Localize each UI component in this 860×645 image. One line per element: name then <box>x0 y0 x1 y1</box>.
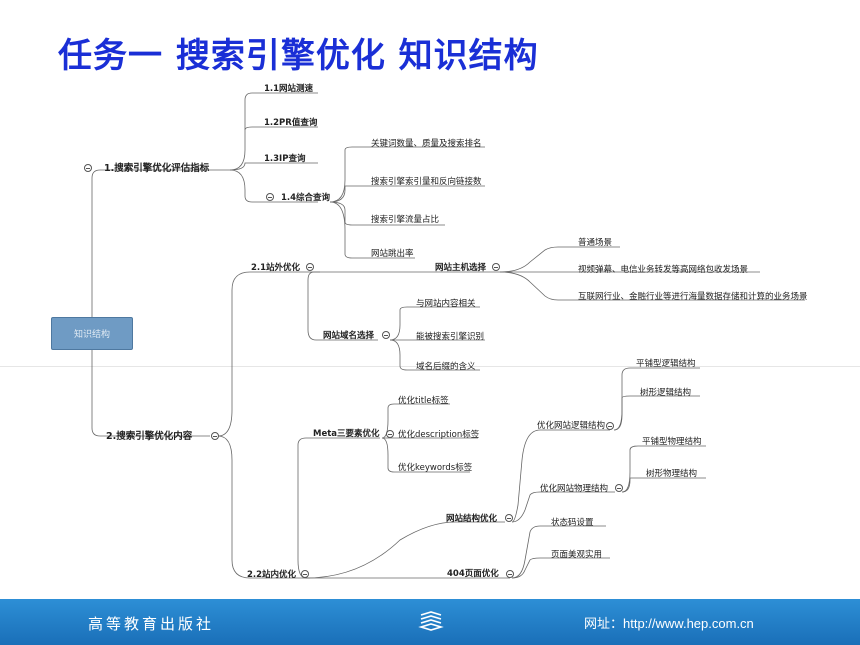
node-meta-keywords[interactable]: 优化keywords标签 <box>398 463 473 473</box>
node-host-video[interactable]: 视频弹幕、电信业务转发等高网络包收发场景 <box>578 265 749 275</box>
node-traffic-share[interactable]: 搜索引擎流量占比 <box>371 215 440 225</box>
node-index-backlinks[interactable]: 搜索引擎索引量和反向链接数 <box>371 177 482 187</box>
divider-line <box>0 366 860 367</box>
node-onsite-optimization[interactable]: 2.2站内优化 <box>247 570 297 580</box>
mindmap-connectors <box>91 92 805 579</box>
node-domain-suffix[interactable]: 域名后缀的含义 <box>416 362 476 372</box>
collapse-toggle-icon[interactable] <box>505 514 513 522</box>
footer-bar: 高等教育出版社 网址：http://www.hep.com.cn <box>0 599 860 645</box>
node-logic-flat[interactable]: 平铺型逻辑结构 <box>636 359 696 369</box>
node-domain-recognized[interactable]: 能被搜索引擎识别 <box>416 332 485 342</box>
node-offsite-optimization[interactable]: 2.1站外优化 <box>251 263 301 273</box>
collapse-toggle-icon[interactable] <box>606 422 614 430</box>
node-ip-query[interactable]: 1.3IP查询 <box>264 154 306 164</box>
collapse-toggle-icon[interactable] <box>386 430 394 438</box>
node-physical-flat[interactable]: 平铺型物理结构 <box>642 437 702 447</box>
node-domain-related[interactable]: 与网站内容相关 <box>416 299 476 309</box>
node-bounce-rate[interactable]: 网站跳出率 <box>371 249 414 259</box>
collapse-toggle-icon[interactable] <box>266 193 274 201</box>
node-physical-tree[interactable]: 树形物理结构 <box>646 469 698 479</box>
collapse-toggle-icon[interactable] <box>506 570 514 578</box>
collapse-toggle-icon[interactable] <box>306 263 314 271</box>
slide-title: 任务一 搜索引擎优化 知识结构 <box>58 36 539 76</box>
collapse-toggle-icon[interactable] <box>382 331 390 339</box>
node-site-speed[interactable]: 1.1网站测速 <box>264 84 314 94</box>
node-combined-query[interactable]: 1.4综合查询 <box>281 193 331 203</box>
collapse-toggle-icon[interactable] <box>492 263 500 271</box>
node-meta-optimization[interactable]: Meta三要素优化 <box>313 429 380 439</box>
node-optimization-content[interactable]: 2.搜索引擎优化内容 <box>106 431 193 442</box>
node-404-optimization[interactable]: 404页面优化 <box>447 569 499 579</box>
node-host-normal[interactable]: 普通场景 <box>578 238 613 248</box>
node-keyword-ranking[interactable]: 关键词数量、质量及搜索排名 <box>371 139 482 149</box>
publisher-name: 高等教育出版社 <box>88 615 215 633</box>
node-logic-structure[interactable]: 优化网站逻辑结构 <box>537 421 606 431</box>
collapse-toggle-icon[interactable] <box>211 432 219 440</box>
node-evaluation-metrics[interactable]: 1.搜索引擎优化评估指标 <box>104 163 210 174</box>
collapse-toggle-icon[interactable] <box>615 484 623 492</box>
node-meta-title[interactable]: 优化title标签 <box>398 396 449 406</box>
node-status-code[interactable]: 状态码设置 <box>551 518 594 528</box>
node-logic-tree[interactable]: 树形逻辑结构 <box>640 388 692 398</box>
node-page-aesthetic[interactable]: 页面美观实用 <box>551 550 603 560</box>
node-domain-selection[interactable]: 网站域名选择 <box>323 331 375 341</box>
node-physical-structure[interactable]: 优化网站物理结构 <box>540 484 609 494</box>
collapse-toggle-icon[interactable] <box>84 164 92 172</box>
node-structure-optimization[interactable]: 网站结构优化 <box>446 514 498 524</box>
node-pr-query[interactable]: 1.2PR值查询 <box>264 118 318 128</box>
node-host-finance[interactable]: 互联网行业、金融行业等进行海量数据存储和计算的业务场景 <box>578 292 808 302</box>
mindmap-root-node[interactable]: 知识结构 <box>51 317 133 350</box>
node-host-selection[interactable]: 网站主机选择 <box>435 263 487 273</box>
collapse-toggle-icon[interactable] <box>301 570 309 578</box>
book-stack-icon <box>418 611 444 631</box>
website-url[interactable]: 网址：http://www.hep.com.cn <box>584 616 754 631</box>
node-meta-description[interactable]: 优化description标签 <box>398 430 480 440</box>
